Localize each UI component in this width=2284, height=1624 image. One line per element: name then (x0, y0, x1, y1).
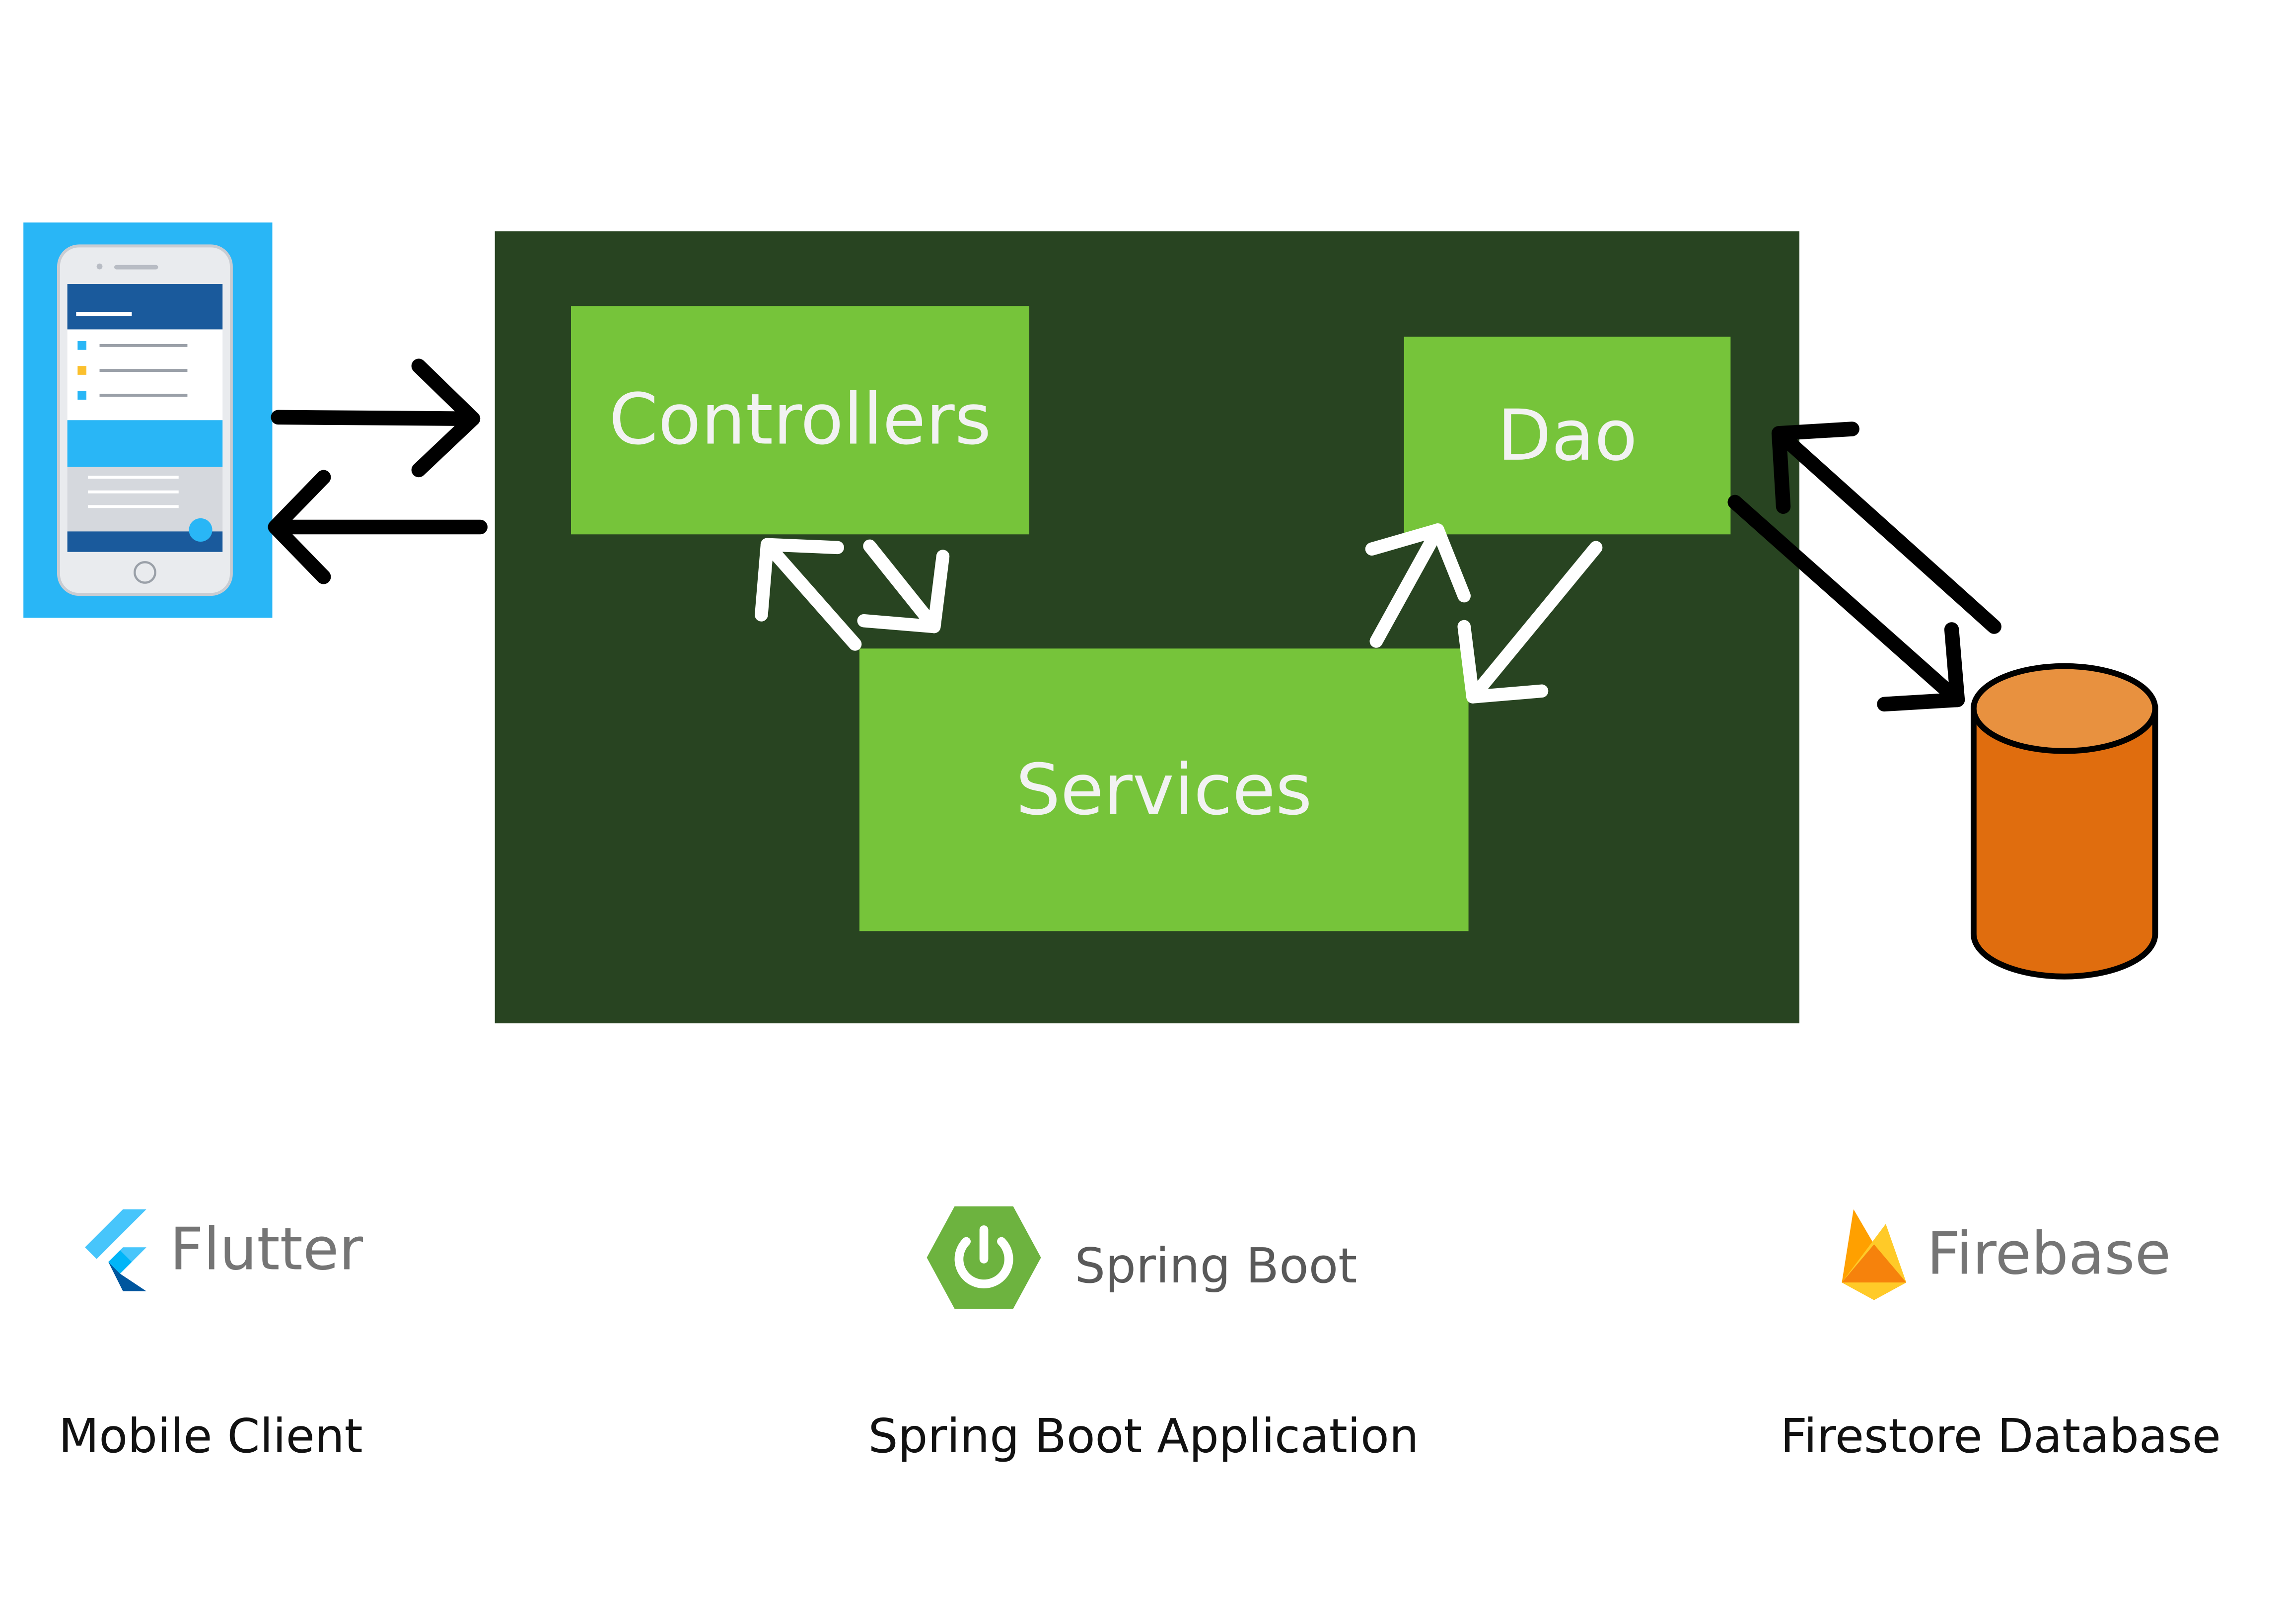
arrow-services-to-controllers (755, 538, 862, 651)
dao-box: Dao (1404, 337, 1731, 535)
controllers-label: Controllers (609, 379, 992, 461)
arrow-controllers-to-services (857, 539, 950, 634)
arrow-dao-to-services (1457, 541, 1603, 704)
mobile-phone-icon (23, 222, 273, 618)
database-cylinder-icon (1970, 663, 2158, 980)
services-label: Services (1015, 749, 1312, 831)
flutter-logo-icon (85, 1209, 146, 1291)
spring-boot-logo-text: Spring Boot (1074, 1236, 1357, 1294)
dao-label: Dao (1497, 394, 1638, 477)
spring-boot-application-caption: Spring Boot Application (868, 1408, 1419, 1464)
controllers-box: Controllers (571, 306, 1029, 535)
services-box: Services (859, 648, 1469, 931)
firebase-logo: Firebase (1842, 1209, 2171, 1300)
arrow-services-to-dao (1365, 523, 1471, 648)
arrow-database-to-dao (1771, 422, 2001, 634)
phone-illustration (57, 244, 233, 596)
arrow-dao-to-database (1727, 494, 1965, 712)
flutter-logo-text: Flutter (170, 1216, 363, 1284)
arrow-phone-to-app (271, 358, 481, 478)
firebase-logo-text: Firebase (1927, 1221, 2171, 1288)
flutter-logo: Flutter (85, 1209, 363, 1291)
arrow-app-to-phone (268, 470, 488, 584)
firebase-flame-logo-icon (1842, 1209, 1907, 1300)
spring-boot-logo: Spring Boot (926, 1203, 1357, 1312)
firestore-database-caption: Firestore Database (1780, 1408, 2221, 1464)
mobile-client-caption: Mobile Client (58, 1408, 363, 1464)
spring-power-logo-icon (927, 1206, 1041, 1309)
